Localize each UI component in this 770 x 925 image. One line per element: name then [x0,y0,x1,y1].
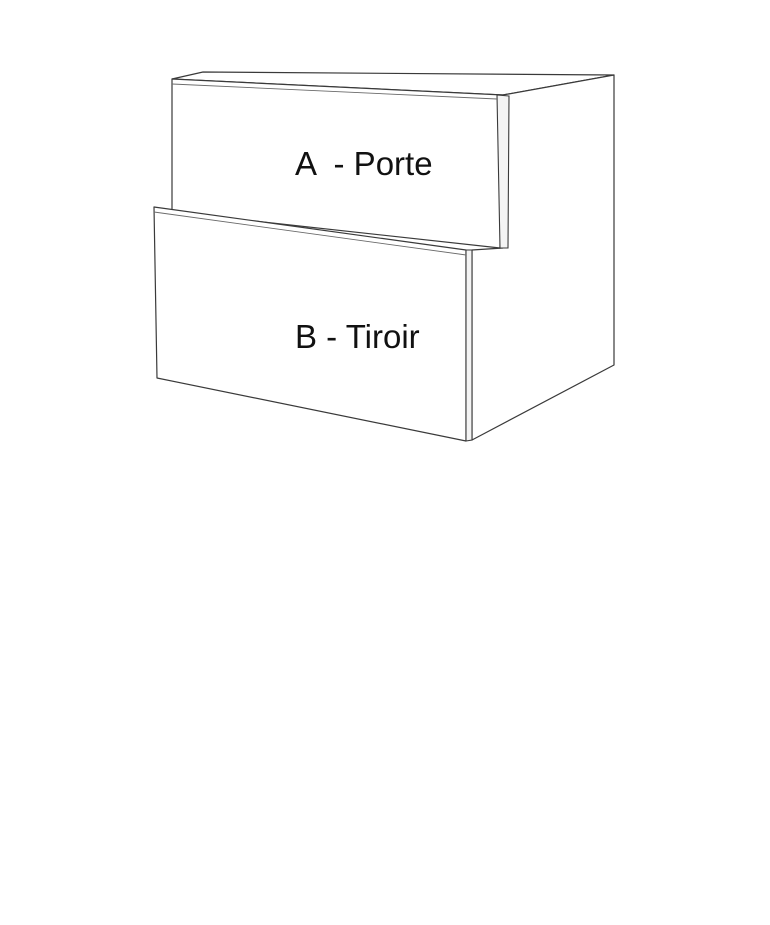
drawer-edge [465,249,473,442]
door-edge [496,94,510,249]
label-part-a: A - Porte [295,145,433,182]
label-part-b: B - Tiroir [295,318,420,355]
drawer-top-edge-line [153,211,467,256]
door-top-edge-line [171,83,498,100]
